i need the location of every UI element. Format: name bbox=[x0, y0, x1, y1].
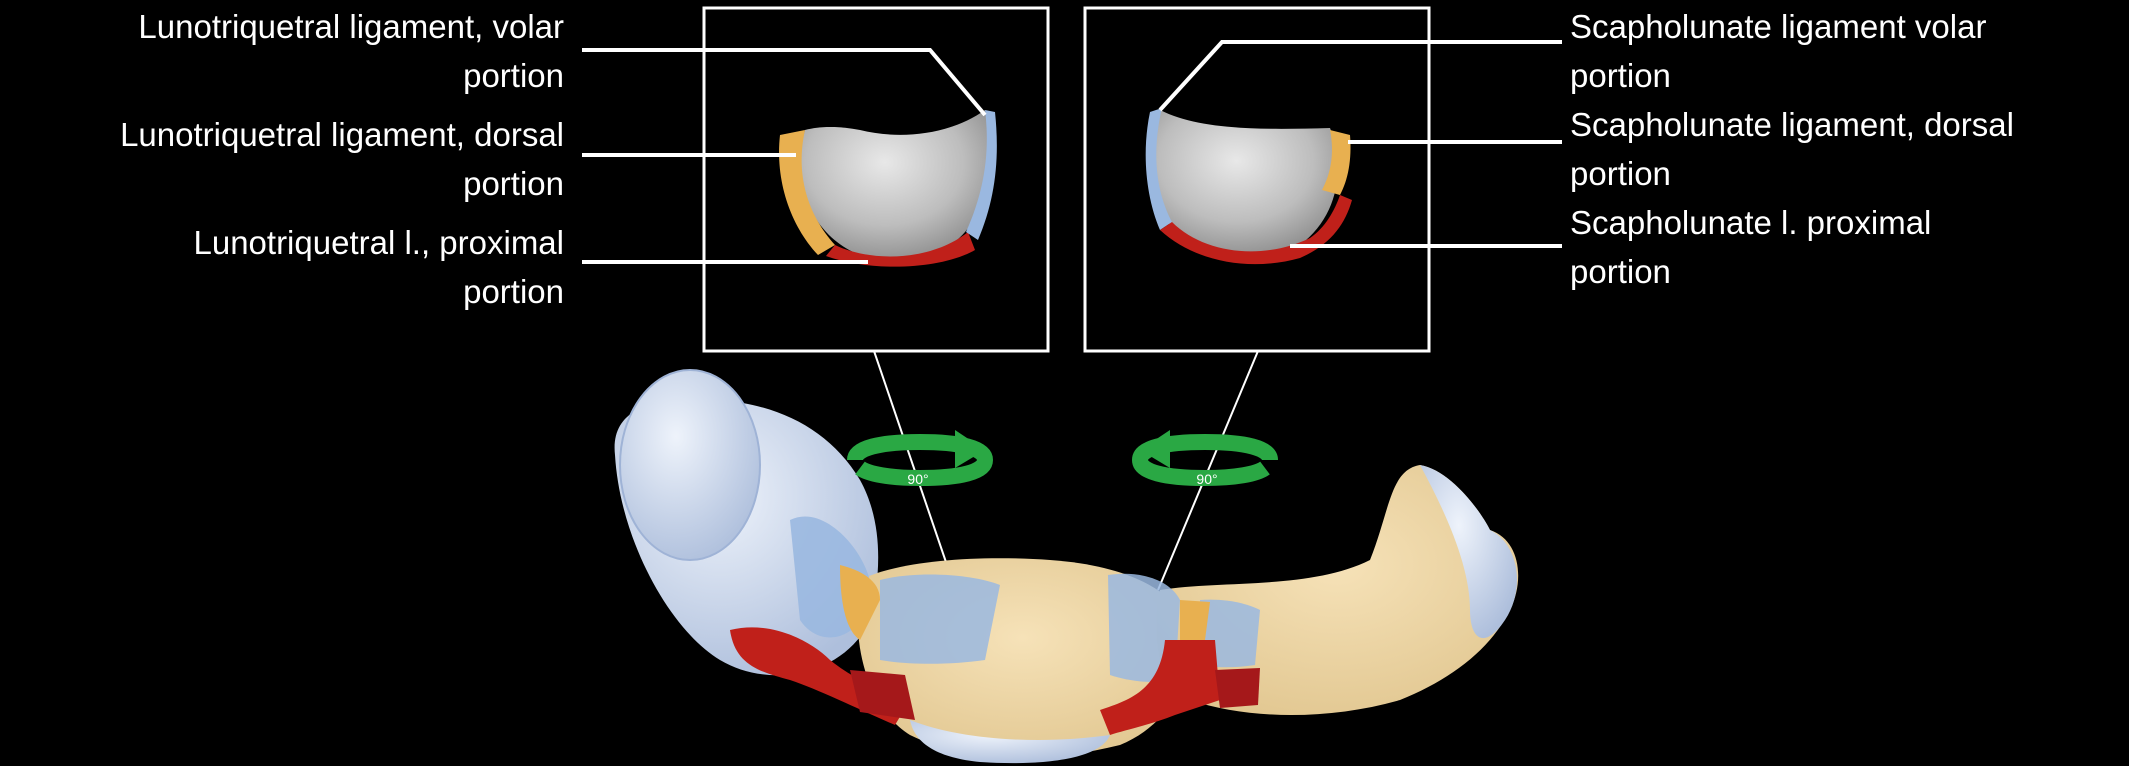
rotation-arrow-left: 90° bbox=[855, 430, 985, 487]
sl-facet bbox=[1146, 108, 1352, 264]
sl-ligament-dorsal-bone bbox=[1180, 600, 1210, 640]
carpal-bones bbox=[615, 370, 1519, 763]
leader-lines bbox=[582, 42, 1562, 262]
leader-sl-volar bbox=[1160, 42, 1562, 110]
rotation-arrow-left-text: 90° bbox=[907, 471, 928, 487]
connector-left bbox=[874, 351, 948, 568]
sl-ligament-proximal-bone-2 bbox=[1215, 668, 1260, 708]
leader-lt-volar bbox=[582, 50, 985, 115]
rotation-arrow-right: 90° bbox=[1140, 430, 1270, 487]
pisiform-cartilage bbox=[620, 370, 760, 560]
lt-ligament-proximal-bone-2 bbox=[850, 670, 915, 720]
lt-facet bbox=[779, 110, 997, 267]
lt-ligament-volar-bone-2 bbox=[880, 575, 1000, 664]
rotation-arrow-right-text: 90° bbox=[1196, 471, 1217, 487]
